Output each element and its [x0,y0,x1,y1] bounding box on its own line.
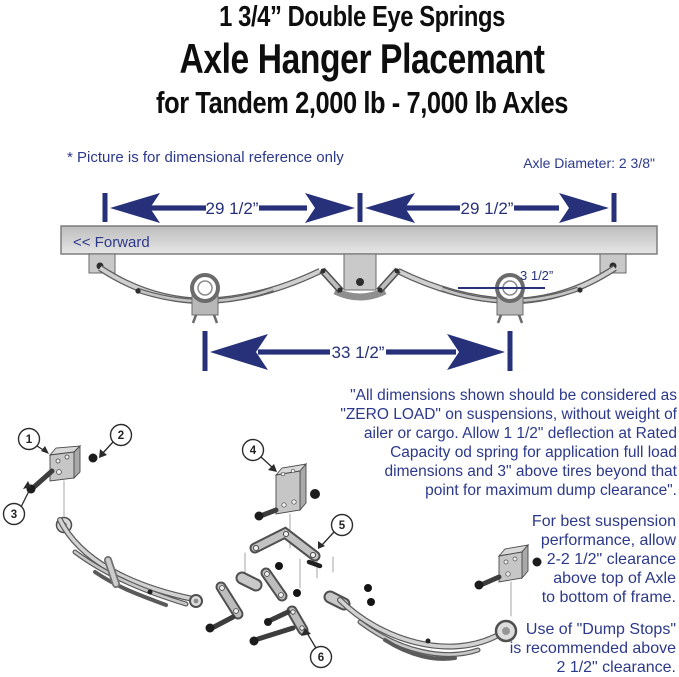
callout-3: 3 [11,509,17,521]
equalizer-assembly [319,267,401,301]
axle-spread-dimension: 33 1/2” [202,331,513,371]
callout-bubbles: 1 2 3 4 5 6 [2,423,354,669]
rear-spacing-dimension: 29 1/2” [365,193,609,223]
title-line-main: Axle Hanger Placemant [179,35,545,82]
shackle-cluster-exploded [205,559,323,646]
zero-load-line: "ZERO LOAD" on suspensions, without weig… [340,406,677,423]
rear-spring-exploded [323,584,518,661]
callout-5: 5 [339,520,346,532]
axle-drop-dimension: 3 1/2” [458,268,553,289]
alignment-lines [63,480,512,617]
suspension-line: above top of Axle [553,570,676,587]
callout-6: 6 [318,652,324,664]
reference-note: * Picture is for dimensional reference o… [67,149,344,166]
suspension-line: to bottom of frame. [541,589,676,606]
center-hanger-tab [343,253,377,291]
zero-load-line: dimensions and 3" above tires beyond tha… [384,463,677,480]
frame-rail [60,225,658,255]
center-hanger-bolt [260,507,279,518]
suspension-line: 2-2 1/2" clearance [546,551,676,568]
callout-arrowheads [23,446,325,636]
rear-hanger-exploded [474,543,542,590]
center-hanger-nut [310,489,320,499]
axle-spread-label: 33 1/2” [332,343,385,362]
rear-spacing-label: 29 1/2” [461,199,514,218]
title-line-axles: for Tandem 2,000 lb - 7,000 lb Axles [156,85,568,120]
front-hanger-exploded [26,444,98,494]
zero-load-line: point for maximum dump clearance". [425,482,677,499]
forward-label: << Forward [73,234,150,251]
dump-stops-note: Use of "Dump Stops" is recommended above… [510,620,676,677]
dump-stops-line: Use of "Dump Stops" [525,621,676,638]
callout-2: 2 [118,430,124,442]
page-title: 1 3/4” Double Eye Springs Axle Hanger Pl… [45,0,679,121]
exploded-parts-diagram: 1 2 3 4 5 6 [2,423,542,669]
dump-stops-line: 2 1/2" clearance. [556,659,676,676]
zero-load-line: "All dimensions shown should be consider… [350,387,677,404]
zero-load-line: ailer or cargo. Allow 1 1/2" deflection … [363,425,677,442]
suspension-line: performance, allow [540,532,676,549]
hanger-nut [88,453,98,463]
zero-load-note: "All dimensions shown should be consider… [340,386,677,500]
front-spring-exploded [55,516,203,608]
callout-1: 1 [26,434,33,446]
dump-stops-line: is recommended above [509,640,676,657]
hanger-bolt [31,468,55,490]
front-spacing-dimension: 29 1/2” [110,193,355,223]
hanger-placement-diagram: 29 1/2” 29 1/2” << Forward [60,193,658,371]
zero-load-line: Capacity od spring for application full … [390,444,677,461]
axle-drop-label: 3 1/2” [520,268,553,283]
front-axle-seat [190,273,220,324]
callout-4: 4 [250,445,257,457]
title-line-size: 1 3/4” Double Eye Springs [219,1,505,33]
dimension-ticks [102,193,617,222]
axle-diameter-label: Axle Diameter: 2 3/8" [523,155,655,171]
front-spacing-label: 29 1/2” [206,199,259,218]
callout-leaders [20,441,335,649]
equalizer-arm-exploded [249,526,321,562]
suspension-note: For best suspension performance, allow 2… [532,512,676,607]
center-hanger-exploded [254,462,320,521]
suspension-line: For best suspension [531,513,676,530]
